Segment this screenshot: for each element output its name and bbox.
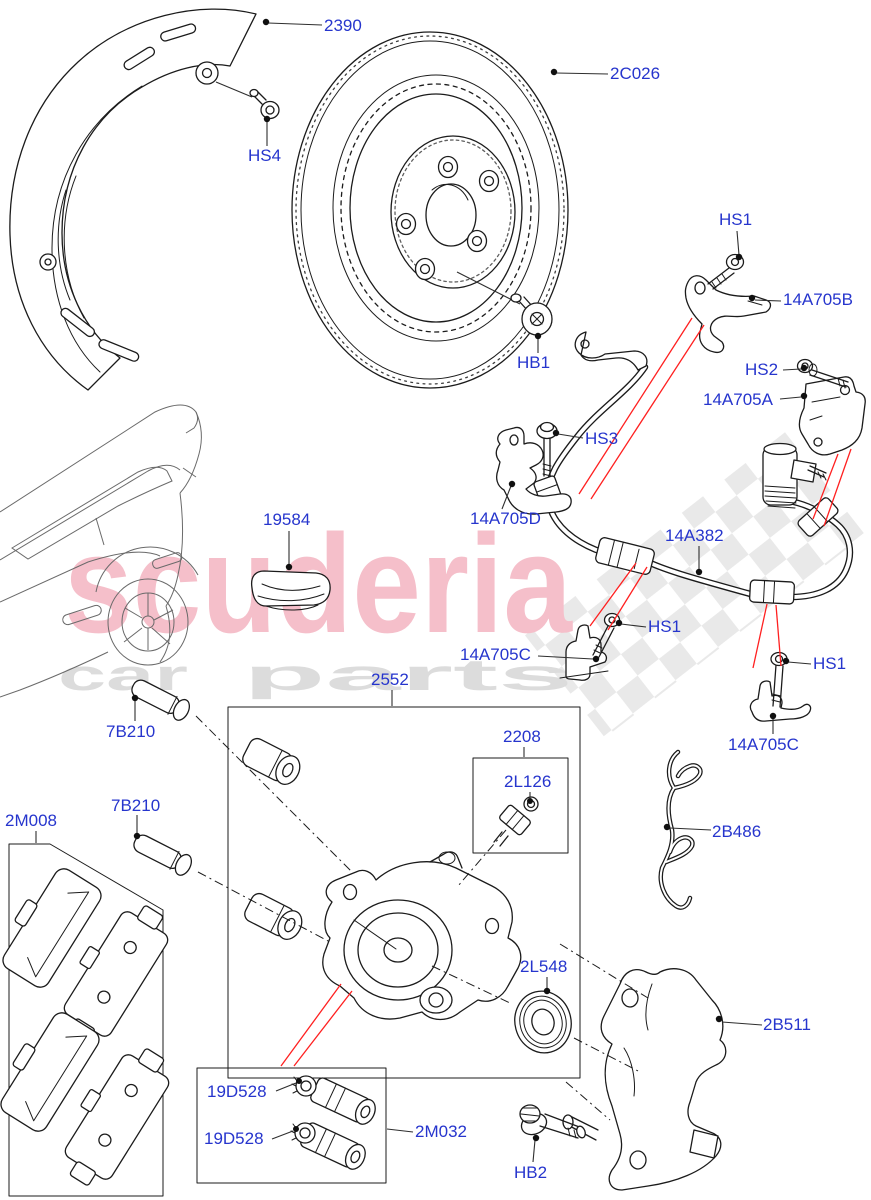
part-label-14a705d[interactable]: 14A705D: [470, 509, 541, 528]
watermark-parts: parts: [243, 651, 573, 700]
screw-hs1-mid: [592, 612, 621, 658]
caliper-kit-box-2552: [227, 706, 581, 1079]
part-label-19d528-upper[interactable]: 19D528: [207, 1082, 267, 1101]
leader-lines: [35, 18, 812, 1163]
part-label-7b210-upper[interactable]: 7B210: [106, 722, 156, 741]
vehicle-illustration: [0, 404, 202, 698]
bleed-screw-2l126: [493, 796, 539, 847]
caliper-bracket-2b511: [562, 968, 727, 1191]
guide-pin-7b210-upper: [131, 679, 191, 721]
bracket-14a705a: [798, 376, 866, 456]
part-label-2552[interactable]: 2552: [371, 670, 409, 689]
brake-pad-backplate-lower: [64, 1048, 170, 1186]
part-label-2b486[interactable]: 2B486: [712, 822, 762, 841]
caliper-housing: [322, 851, 522, 1021]
part-label-2m032[interactable]: 2M032: [415, 1122, 467, 1141]
part-label-19d528-lower[interactable]: 19D528: [204, 1129, 264, 1148]
part-label-hs2[interactable]: HS2: [745, 360, 779, 379]
part-label-hb1[interactable]: HB1: [517, 353, 551, 372]
abs-sensor: [762, 442, 827, 509]
part-label-hs4[interactable]: HS4: [248, 146, 282, 165]
checker-flag-watermark: [524, 432, 866, 738]
piston-seal-2l548: [514, 990, 572, 1054]
brake-pad-friction-lower: [0, 1012, 100, 1132]
part-label-14a705b[interactable]: 14A705B: [783, 290, 853, 309]
part-label-14a705c-right[interactable]: 14A705C: [728, 735, 799, 754]
exploded-axis-lines: [195, 715, 649, 1121]
brake-pad-friction-upper: [2, 868, 102, 988]
part-label-2390[interactable]: 2390: [324, 16, 362, 35]
brake-disc-2c026: [291, 31, 569, 389]
pin-boot-19d528-upper: [291, 1075, 376, 1125]
part-label-2208[interactable]: 2208: [503, 727, 541, 746]
part-label-hs1-top[interactable]: HS1: [719, 210, 753, 229]
part-label-hs1-right[interactable]: HS1: [813, 654, 847, 673]
part-label-2c026[interactable]: 2C026: [610, 64, 661, 83]
boot-kit-box-2m032: [196, 1067, 387, 1184]
part-label-2b511[interactable]: 2B511: [763, 1015, 811, 1034]
pad-spring-2b486: [658, 749, 703, 910]
disc-bolt-hb1: [456, 271, 553, 336]
grease-packet-19584: [250, 570, 331, 611]
bracket-bolt-hb2: [519, 1104, 586, 1139]
clip-14a705c-left: [559, 624, 609, 681]
guide-pin-7b210-lower: [133, 834, 193, 876]
red-reference-lines: [280, 317, 852, 1067]
part-label-2l548[interactable]: 2L548: [520, 957, 568, 976]
part-label-hs3[interactable]: HS3: [585, 429, 619, 448]
pin-boot-19d528-lower: [290, 1122, 366, 1170]
part-label-14a705c-left[interactable]: 14A705C: [460, 645, 531, 664]
part-label-hb2[interactable]: HB2: [514, 1163, 548, 1182]
caliper-bushing-upper: [242, 737, 301, 785]
part-label-14a382[interactable]: 14A382: [665, 526, 724, 545]
part-label-hs1-mid[interactable]: HS1: [648, 617, 682, 636]
part-label-2l126[interactable]: 2L126: [504, 772, 552, 791]
part-label-2m008[interactable]: 2M008: [5, 811, 57, 830]
part-label-14a705a[interactable]: 14A705A: [703, 390, 773, 409]
part-label-19584[interactable]: 19584: [263, 510, 311, 529]
pads-box-2m008: [8, 843, 164, 1197]
bracket-14a705d: [495, 426, 572, 515]
splash-shield-2390: [9, 8, 257, 391]
screw-hs1-right: [770, 651, 788, 708]
bleed-screw-kit-box-2208: [472, 757, 569, 854]
bracket-14a705b: [684, 275, 772, 354]
part-label-7b210-lower[interactable]: 7B210: [111, 796, 161, 815]
